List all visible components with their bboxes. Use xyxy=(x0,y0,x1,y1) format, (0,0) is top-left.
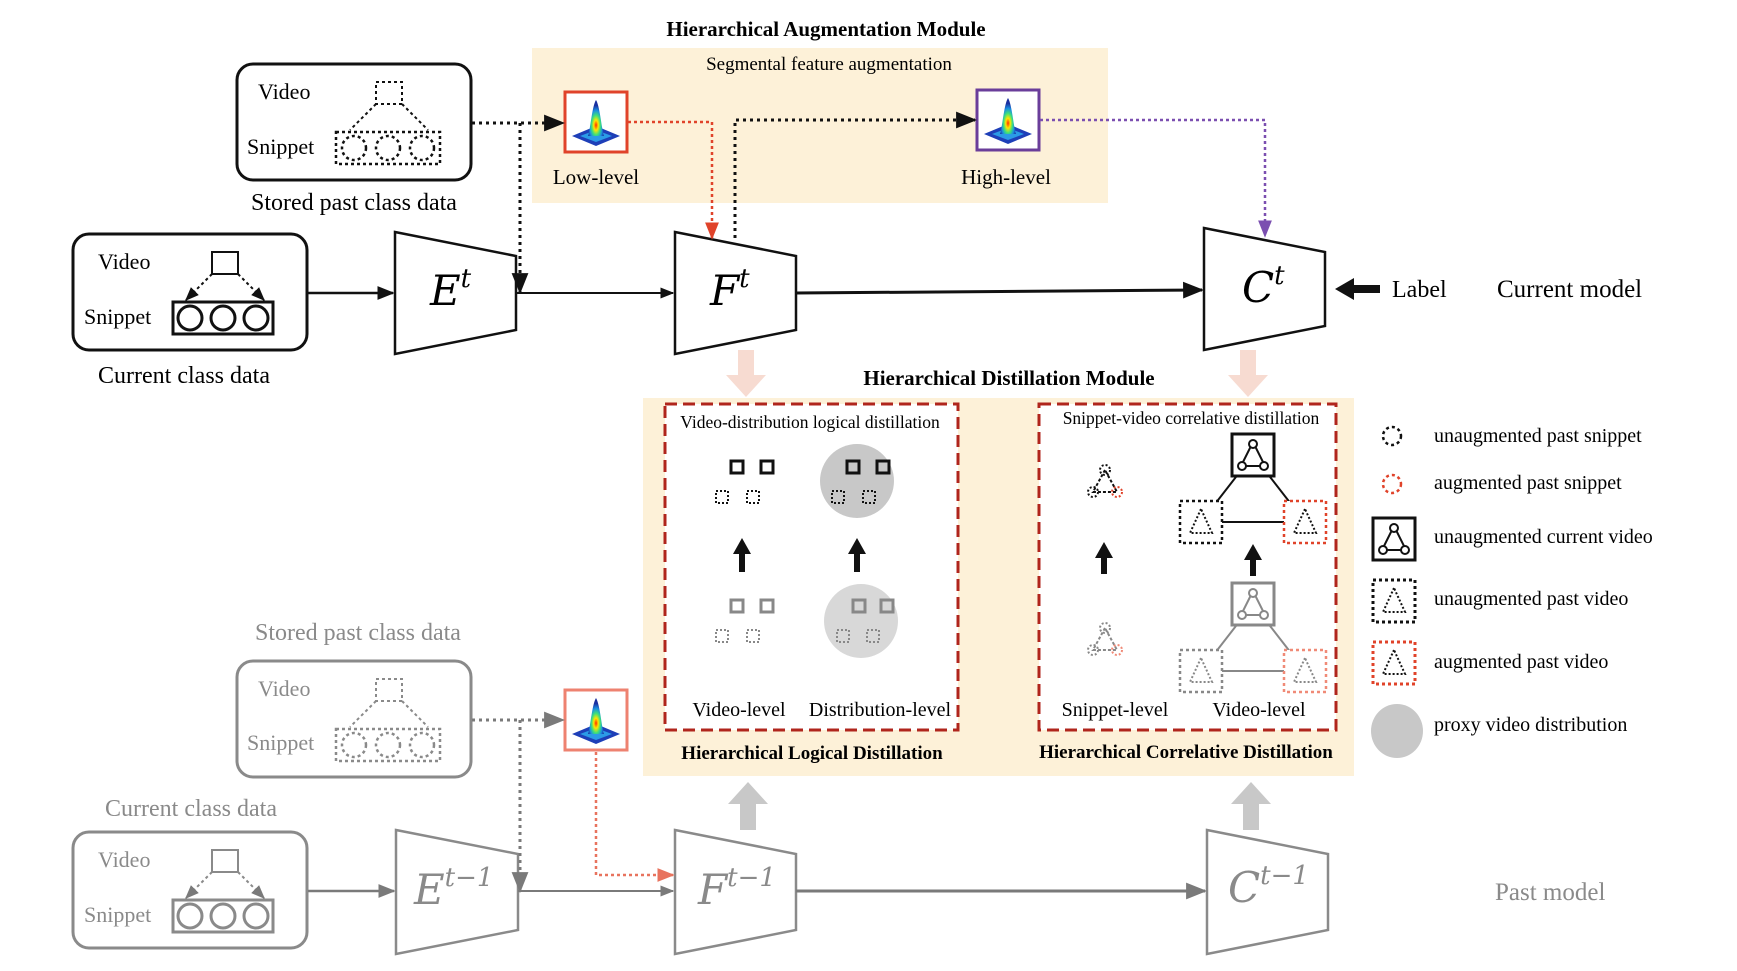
up-arrow-classifier-icon xyxy=(1231,782,1271,830)
high-level-label: High-level xyxy=(961,165,1051,189)
past-model-label: Past model xyxy=(1495,879,1605,906)
legend-augmented-snippet-icon xyxy=(1381,473,1403,495)
correlative-distillation-title: Hierarchical Correlative Distillation xyxy=(1039,742,1333,763)
current-data-box-past: Video Snippet xyxy=(71,830,309,950)
flow-high-level-to-classifier xyxy=(1040,118,1272,238)
svg-text:Ft: Ft xyxy=(709,264,750,315)
logical-distribution-current-icon xyxy=(820,444,894,518)
logical-video-level-arrow-icon xyxy=(733,538,751,572)
stored-past-data-label: Stored past class data xyxy=(251,190,457,216)
svg-text:Ct−1: Ct−1 xyxy=(1228,861,1309,912)
legend-unaugmented-snippet-icon xyxy=(1381,425,1403,447)
current-video-label: Video xyxy=(98,249,150,274)
stored-video-label: Video xyxy=(258,79,310,104)
classifier-past-sup: t−1 xyxy=(1260,861,1309,891)
correlative-snippet-level-label: Snippet-level xyxy=(1062,699,1169,721)
low-level-heatmap-icon xyxy=(563,90,629,154)
classifier-past-symbol: C xyxy=(1228,863,1260,912)
legend-past-video-icon xyxy=(1371,578,1417,624)
legend-augmented-past-video-icon xyxy=(1371,640,1417,686)
flow-past-low-level-to-fusion xyxy=(594,752,675,882)
encoder-past-block: Et−1 xyxy=(394,828,520,956)
correlative-video-current-graph-icon xyxy=(1178,432,1328,545)
logical-panel-title: Video-distribution logical distillation xyxy=(680,412,940,432)
segmental-augmentation-label: Segmental feature augmentation xyxy=(706,54,952,75)
correlative-video-past-graph-icon xyxy=(1178,581,1328,694)
encoder-current-sup: t xyxy=(461,264,472,294)
down-arrow-fusion-icon xyxy=(726,350,766,397)
svg-text:Ct: Ct xyxy=(1242,261,1285,312)
current-model-label: Current model xyxy=(1497,276,1642,303)
stored-past-data-box: Video Snippet xyxy=(235,62,473,182)
encoder-current-block: Et xyxy=(393,230,518,356)
stored-past-snippet-label: Snippet xyxy=(247,730,314,755)
high-level-heatmap-icon xyxy=(975,88,1041,152)
stored-past-video-label: Video xyxy=(258,676,310,701)
encoder-past-symbol: E xyxy=(413,865,445,914)
svg-text:Et: Et xyxy=(429,264,472,315)
fusion-current-sup: t xyxy=(739,264,750,294)
logical-distribution-past-icon xyxy=(824,584,898,658)
current-past-snippet-label: Snippet xyxy=(84,902,151,927)
up-arrow-fusion-icon xyxy=(728,782,768,830)
logical-distribution-arrow-icon xyxy=(848,538,866,572)
fusion-past-sup: t−1 xyxy=(727,863,776,893)
legend-label-1: augmented past snippet xyxy=(1434,472,1622,494)
stored-past-data-box-past: Video Snippet xyxy=(235,659,473,779)
classifier-current-symbol: C xyxy=(1242,263,1274,312)
flow-fusion-to-classifier xyxy=(795,281,1205,299)
label-text: Label xyxy=(1392,277,1447,303)
svg-text:Ft−1: Ft−1 xyxy=(697,863,776,914)
logical-distillation-panel xyxy=(663,402,960,732)
low-level-heatmap-past-icon xyxy=(563,688,629,752)
svg-text:Et−1: Et−1 xyxy=(413,863,493,914)
low-level-label: Low-level xyxy=(553,165,639,189)
stored-snippet-label: Snippet xyxy=(247,134,314,159)
classifier-current-sup: t xyxy=(1274,261,1285,291)
encoder-current-symbol: E xyxy=(429,266,461,315)
classifier-past-block: Ct−1 xyxy=(1205,828,1330,956)
augmentation-module-title: Hierarchical Augmentation Module xyxy=(666,17,985,41)
logical-video-level-past-icon xyxy=(715,598,775,643)
flow-low-level-to-fusion xyxy=(628,120,719,240)
logical-distribution-level-label: Distribution-level xyxy=(809,699,952,721)
legend-label-4: augmented past video xyxy=(1434,651,1608,673)
label-arrow-icon xyxy=(1335,278,1380,300)
fusion-current-symbol: F xyxy=(709,266,741,315)
stored-past-data-label-past: Stored past class data xyxy=(255,620,461,646)
legend-label-5: proxy video distribution xyxy=(1434,714,1627,736)
legend-label-0: unaugmented past snippet xyxy=(1434,425,1642,447)
legend: unaugmented past snippet augmented past … xyxy=(1371,425,1653,758)
correlative-snippet-past-icon xyxy=(1087,622,1123,656)
logical-distillation-title: Hierarchical Logical Distillation xyxy=(681,743,943,764)
legend-label-3: unaugmented past video xyxy=(1434,588,1628,610)
logical-video-level-label: Video-level xyxy=(692,699,786,721)
classifier-current-block: Ct xyxy=(1202,226,1327,352)
current-data-box: Video Snippet xyxy=(71,232,309,352)
correlative-snippet-arrow-icon xyxy=(1095,542,1113,574)
current-past-video-label: Video xyxy=(98,847,150,872)
logical-video-level-current-icon xyxy=(715,459,775,504)
correlative-panel-title: Snippet-video correlative distillation xyxy=(1063,408,1320,428)
fusion-current-block: Ft xyxy=(673,230,798,356)
correlative-video-arrow-icon xyxy=(1244,544,1262,576)
current-snippet-label: Snippet xyxy=(84,304,151,329)
correlative-video-level-label: Video-level xyxy=(1212,699,1306,721)
current-data-label: Current class data xyxy=(98,363,270,389)
correlative-snippet-current-icon xyxy=(1087,464,1123,498)
current-data-label-past: Current class data xyxy=(105,796,277,822)
legend-current-video-icon xyxy=(1371,516,1417,562)
distillation-module-title: Hierarchical Distillation Module xyxy=(863,366,1154,390)
fusion-past-block: Ft−1 xyxy=(673,828,798,956)
legend-proxy-distribution-icon xyxy=(1371,704,1423,758)
down-arrow-classifier-icon xyxy=(1228,350,1268,397)
fusion-past-symbol: F xyxy=(697,865,729,914)
legend-label-2: unaugmented current video xyxy=(1434,526,1653,548)
encoder-past-sup: t−1 xyxy=(445,863,494,893)
